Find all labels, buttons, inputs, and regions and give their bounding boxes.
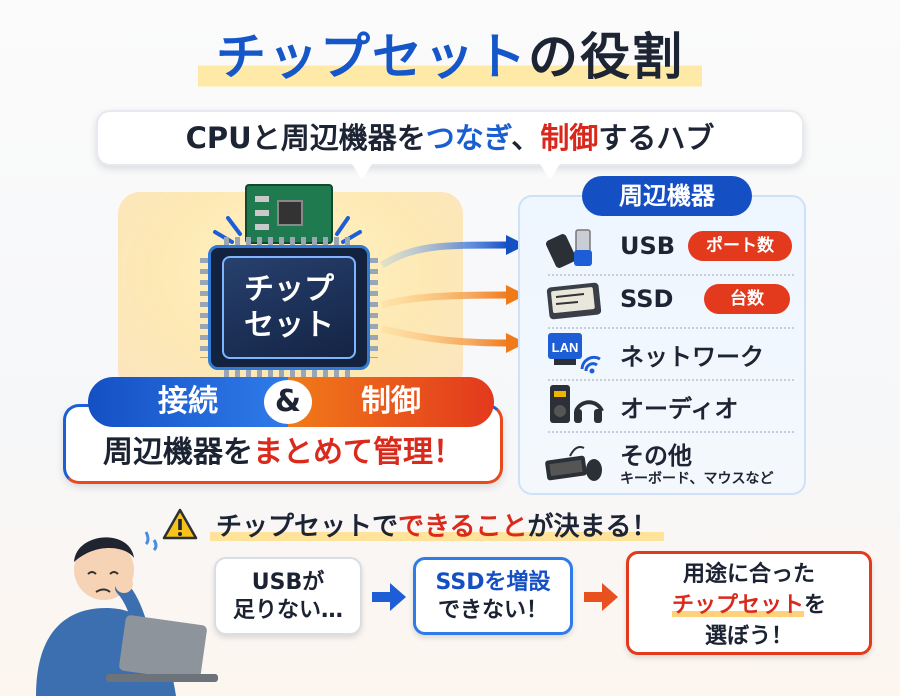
lan-wifi-icon: LAN	[548, 333, 601, 374]
connection-arrows	[380, 235, 526, 353]
peripheral-label: オーディオ	[620, 395, 739, 423]
flow-step3-suffix: を	[804, 593, 827, 618]
warning-highlight: できること	[398, 512, 528, 542]
flow-step-choose: 用途に合った チップセットを 選ぼう！	[626, 551, 872, 655]
chipset-label: チップ セット	[222, 256, 356, 359]
flow-step3-highlight: チップセット	[671, 593, 804, 618]
peripheral-badge: 台数	[704, 284, 790, 314]
warning-text: チップセットでできることが決まる！	[210, 506, 664, 543]
flow-step2-line1: SSDを増設	[435, 570, 551, 595]
flow-step3-line3: 選ぼう！	[704, 624, 793, 649]
subtitle-connect: つなぎ	[425, 121, 512, 155]
peripheral-label: ネットワーク	[620, 343, 764, 371]
motherboard-icon	[245, 184, 333, 244]
flow-step-ssd: SSDを増設 できない！	[413, 557, 573, 635]
subtitle-tail-right	[540, 164, 560, 180]
keyboard-mouse-icon	[545, 446, 602, 481]
peripheral-row-usb: USB ポート数	[528, 222, 800, 276]
peripheral-note: キーボード、マウスなど	[620, 471, 774, 487]
subtitle-comma: 、	[511, 121, 541, 155]
warning-icon	[162, 508, 198, 540]
peripheral-label: SSD	[620, 285, 674, 313]
title-suffix: の役割	[528, 28, 684, 86]
svg-text:LAN: LAN	[552, 340, 579, 355]
subtitle-part2: するハブ	[598, 121, 715, 155]
summary-highlight: まとめて管理！	[253, 435, 463, 470]
flow-arrow-icon	[584, 583, 618, 611]
flow-step2-line2: できない！	[437, 598, 548, 623]
warning-suffix: が決まる！	[527, 512, 658, 542]
flow-arrow-icon	[372, 583, 406, 611]
flow-step1-line2: 足りない…	[232, 598, 343, 623]
title: チップセットの役割	[0, 22, 900, 92]
subtitle-bubble: CPUと周辺機器をつなぎ、制御するハブ	[96, 110, 804, 166]
person-laptop-illustration	[36, 531, 218, 696]
chip-line1: チップ	[244, 271, 334, 307]
subtitle-control: 制御	[540, 121, 599, 155]
title-main: チップセット	[216, 28, 528, 86]
summary-prefix: 周辺機器を	[103, 435, 253, 470]
ampersand: &	[264, 380, 312, 424]
peripheral-row-other: その他 キーボード、マウスなど	[528, 432, 800, 492]
chip-line2: セット	[244, 307, 334, 343]
peripherals-heading: 周辺機器	[582, 176, 752, 216]
usb-icon	[546, 229, 592, 268]
peripheral-row-network: LAN ネットワーク	[528, 327, 800, 381]
flow-step1-line1: USBが	[251, 570, 325, 595]
warning-prefix: チップセットで	[216, 512, 399, 542]
flow-step-usb: USBが 足りない…	[214, 557, 362, 635]
subtitle-tail-left	[352, 164, 372, 180]
control-pill: 制御	[288, 377, 494, 427]
audio-icon	[550, 385, 604, 423]
subtitle-part1: CPUと周辺機器を	[185, 121, 426, 155]
ssd-icon	[546, 282, 602, 320]
peripheral-label: その他	[620, 442, 692, 470]
flow-step3-line1: 用途に合った	[682, 562, 815, 587]
peripheral-badge: ポート数	[688, 231, 792, 261]
connect-pill: 接続	[88, 377, 288, 427]
peripheral-row-ssd: SSD 台数	[528, 275, 800, 329]
peripheral-row-audio: オーディオ	[528, 379, 800, 433]
peripheral-label: USB	[620, 232, 676, 260]
